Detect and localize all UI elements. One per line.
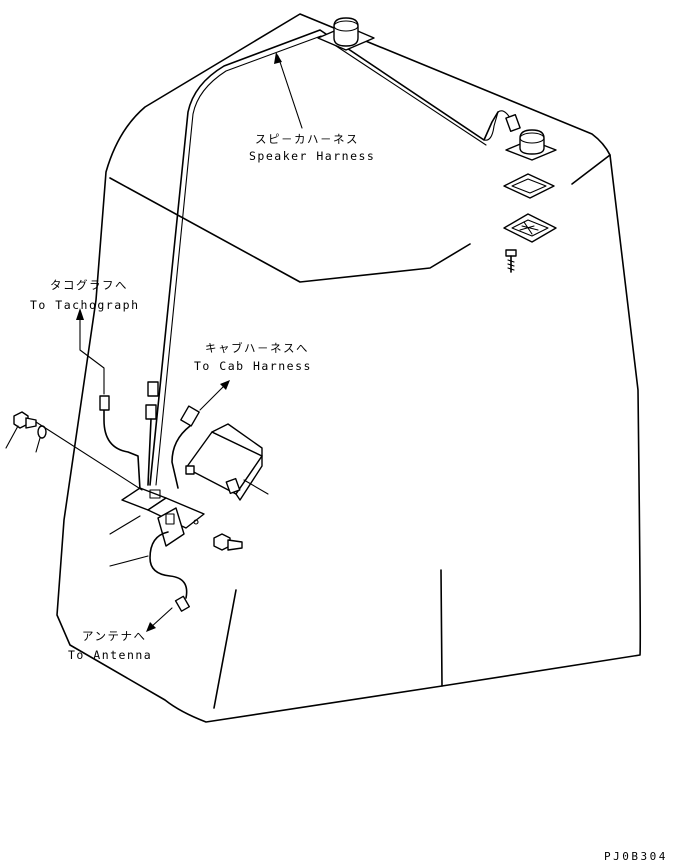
bolt-leader	[35, 421, 143, 491]
antenna-jp: アンテナへ	[82, 629, 147, 643]
speaker-harness-en: Speaker Harness	[249, 149, 375, 163]
cab-harness-connector	[180, 405, 200, 427]
speaker-screw	[505, 249, 517, 273]
cab-crease-2	[571, 154, 611, 185]
connector-b-wire	[147, 418, 152, 486]
speaker-grille	[503, 213, 557, 243]
speaker-leader	[277, 55, 303, 129]
antenna-wire-leader	[109, 555, 149, 567]
mounting-bracket	[121, 487, 205, 547]
tachograph-leader	[79, 315, 105, 395]
cab-harness-jp: キャブハ－ネスへ	[205, 341, 309, 355]
speaker-harness-wire	[149, 29, 499, 486]
door-line-left	[213, 589, 237, 709]
radio-leader	[243, 479, 269, 495]
antenna-arrow	[146, 622, 156, 632]
cab-harness-arrow	[220, 380, 230, 390]
cab-harness-en: To Cab Harness	[194, 359, 312, 373]
speaker-connector	[505, 114, 521, 132]
speaker-gasket	[503, 173, 555, 199]
tachograph-en: To Tachograph	[30, 298, 140, 312]
bolt-left-leader	[5, 425, 19, 449]
drawing-code: PJ0B304	[604, 850, 668, 863]
washer-left-leader	[35, 437, 41, 453]
speaker-harness-jp: スピ－カハ－ネス	[255, 132, 359, 146]
speaker-upper	[317, 17, 375, 51]
connector-a	[147, 381, 159, 397]
cab-outline	[56, 13, 642, 723]
cab-harness-leader	[199, 383, 227, 411]
connector-b	[145, 404, 157, 420]
tachograph-wire	[103, 409, 141, 491]
antenna-connector	[174, 595, 191, 612]
antenna-wire	[149, 531, 188, 599]
speaker-leader-arrow	[274, 52, 282, 64]
bracket-leader	[109, 515, 141, 535]
antenna-leader	[149, 607, 173, 629]
speaker-harness-branch	[483, 110, 511, 141]
tachograph-jp: タコグラフへ	[50, 278, 128, 292]
cab-harness-wire	[171, 425, 191, 489]
tachograph-arrow	[76, 308, 84, 320]
bolt-left	[13, 411, 37, 429]
antenna-en: To Antenna	[68, 648, 152, 662]
tachograph-connector	[99, 395, 110, 411]
speaker-right	[505, 129, 557, 161]
cab-crease	[109, 177, 471, 283]
bolt-right	[213, 533, 243, 551]
radio-unit	[185, 423, 263, 501]
door-line-right	[440, 569, 443, 687]
speaker-harness-wire-2	[155, 35, 487, 486]
